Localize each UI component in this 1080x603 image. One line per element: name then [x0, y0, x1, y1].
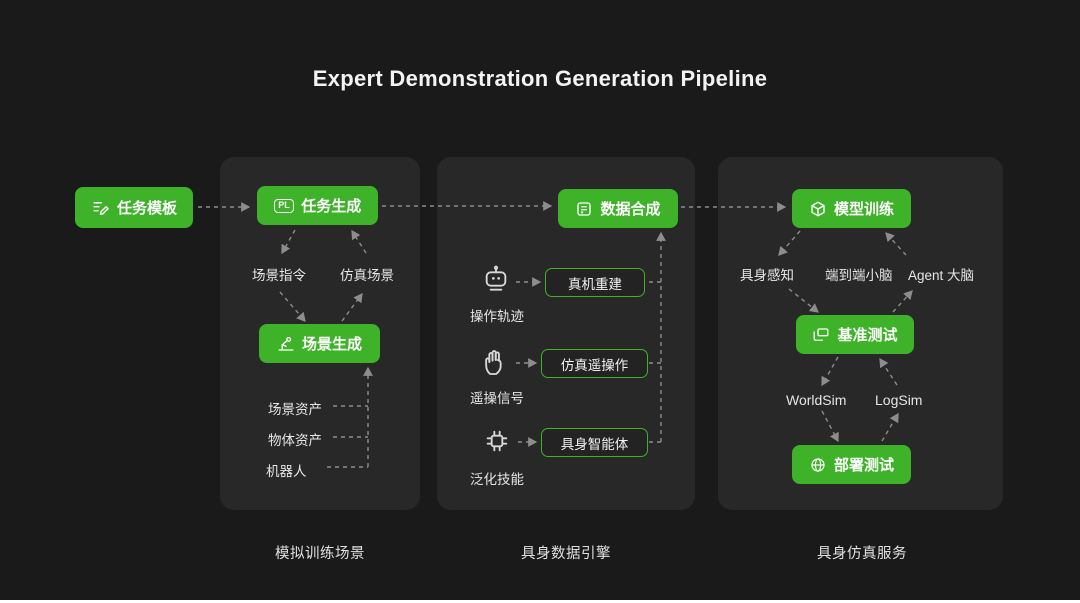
box-simulated-teleoperation: 仿真遥操作: [541, 349, 648, 378]
caption-data-engine: 具身数据引擎: [521, 546, 611, 562]
label-teleoperation-signal: 遥操信号: [470, 391, 524, 406]
node-task-generation: PL 任务生成: [257, 186, 378, 225]
diagram-title: Expert Demonstration Generation Pipeline: [312, 66, 768, 91]
robot-icon: [480, 263, 512, 300]
task-template-icon: [91, 198, 110, 217]
node-model-training: 模型训练: [792, 189, 911, 228]
label-agent-brain: Agent 大脑: [908, 268, 975, 283]
label-operation-trajectory: 操作轨迹: [470, 309, 524, 324]
node-scene-generation-label: 场景生成: [301, 336, 362, 353]
label-end-to-end-cerebellum: 端到端小脑: [825, 268, 893, 283]
label-object-asset: 物体资产: [268, 433, 322, 448]
node-benchmark-testing-label: 基准测试: [837, 327, 898, 344]
node-task-generation-label: 任务生成: [301, 198, 362, 215]
label-embodied-perception: 具身感知: [740, 268, 794, 283]
node-data-synthesis-label: 数据合成: [600, 201, 661, 218]
box-embodied-agent: 具身智能体: [541, 428, 648, 457]
pl-icon: PL: [273, 198, 295, 213]
monitor-icon: [812, 326, 830, 344]
label-sim-scene: 仿真场景: [340, 268, 394, 283]
node-benchmark-testing: 基准测试: [796, 315, 914, 354]
node-model-training-label: 模型训练: [833, 201, 894, 218]
node-task-template: 任务模板: [75, 187, 193, 228]
robot-arm-icon: [277, 335, 295, 353]
label-worldsim: WorldSim: [786, 392, 847, 408]
box-real-machine-reconstruction: 真机重建: [545, 268, 645, 297]
deploy-globe-icon: [809, 456, 827, 474]
label-scene-instruction: 场景指令: [252, 268, 306, 283]
cube-icon: [809, 200, 827, 218]
skill-chip-icon: [481, 425, 513, 462]
label-generalized-skill: 泛化技能: [470, 472, 524, 487]
label-scene-asset: 场景资产: [268, 402, 322, 417]
page-bottom-edge: [0, 600, 1080, 603]
node-deployment-testing: 部署测试: [792, 445, 911, 484]
label-robot-asset: 机器人: [266, 464, 307, 479]
label-logsim: LogSim: [875, 392, 923, 408]
glove-icon: [480, 346, 512, 383]
data-capture-icon: [575, 200, 593, 218]
node-task-template-label: 任务模板: [116, 200, 177, 217]
caption-training-scene: 模拟训练场景: [275, 546, 365, 562]
node-data-synthesis: 数据合成: [558, 189, 678, 228]
node-deployment-testing-label: 部署测试: [833, 457, 894, 474]
caption-simulation-service: 具身仿真服务: [817, 546, 907, 562]
node-scene-generation: 场景生成: [259, 324, 380, 363]
